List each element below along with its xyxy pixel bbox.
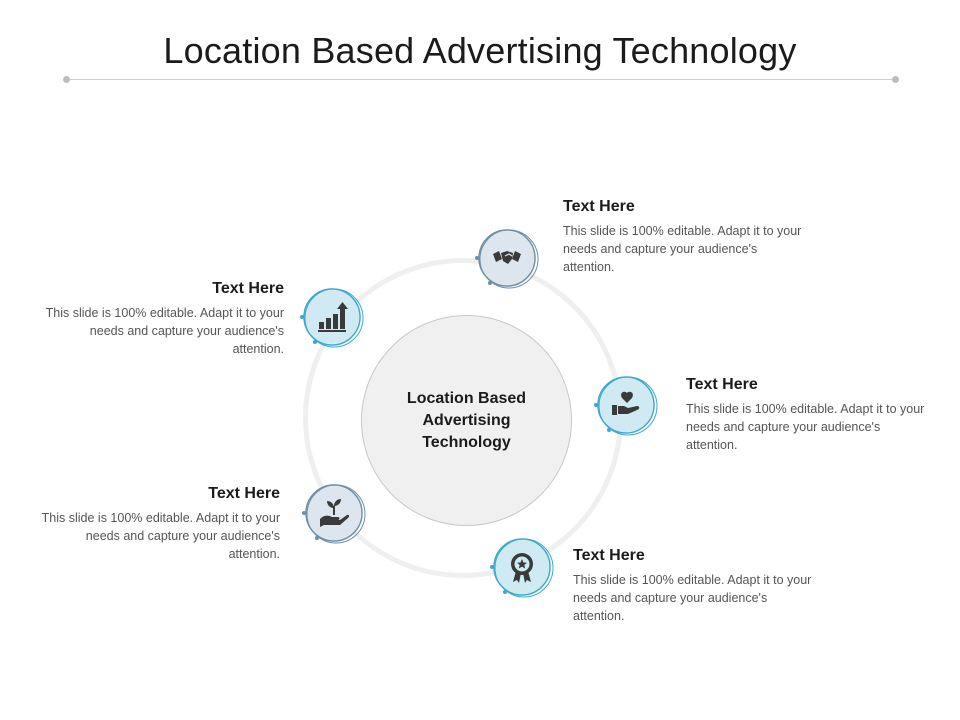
block-body: This slide is 100% editable. Adapt it to… bbox=[41, 511, 280, 561]
node-handshake bbox=[475, 226, 539, 290]
block-heading: Text Here bbox=[563, 198, 635, 215]
center-hub: Location Based Advertising Technology bbox=[361, 315, 572, 526]
block-body: This slide is 100% editable. Adapt it to… bbox=[573, 573, 812, 623]
node-award-badge bbox=[490, 535, 554, 599]
text-block-growth-chart: Text Here This slide is 100% editable. A… bbox=[44, 280, 284, 358]
node-hand-heart bbox=[594, 373, 658, 437]
node-badge bbox=[594, 376, 658, 436]
node-plant-hand bbox=[302, 481, 366, 545]
growth-chart-icon bbox=[318, 302, 348, 332]
plant-hand-icon bbox=[320, 499, 350, 527]
block-heading: Text Here bbox=[573, 547, 645, 564]
block-heading: Text Here bbox=[208, 485, 280, 502]
hand-heart-icon bbox=[612, 391, 640, 415]
award-badge-icon bbox=[511, 553, 533, 583]
divider-dot-right bbox=[892, 76, 899, 83]
divider-dot-left bbox=[63, 76, 70, 83]
block-body: This slide is 100% editable. Adapt it to… bbox=[563, 224, 802, 274]
block-heading: Text Here bbox=[686, 376, 758, 393]
node-growth-chart bbox=[300, 285, 364, 349]
block-body: This slide is 100% editable. Adapt it to… bbox=[45, 306, 284, 356]
hub-label: Location Based Advertising Technology bbox=[406, 389, 527, 451]
block-heading: Text Here bbox=[212, 280, 284, 297]
text-block-plant-hand: Text Here This slide is 100% editable. A… bbox=[40, 485, 280, 563]
handshake-icon bbox=[493, 251, 521, 264]
slide-title: Location Based Advertising Technology bbox=[163, 30, 797, 71]
text-block-handshake: Text Here This slide is 100% editable. A… bbox=[563, 198, 803, 276]
text-block-award-badge: Text Here This slide is 100% editable. A… bbox=[573, 547, 813, 625]
block-body: This slide is 100% editable. Adapt it to… bbox=[686, 402, 925, 452]
text-block-hand-heart: Text Here This slide is 100% editable. A… bbox=[686, 376, 926, 454]
title-divider bbox=[66, 79, 896, 80]
